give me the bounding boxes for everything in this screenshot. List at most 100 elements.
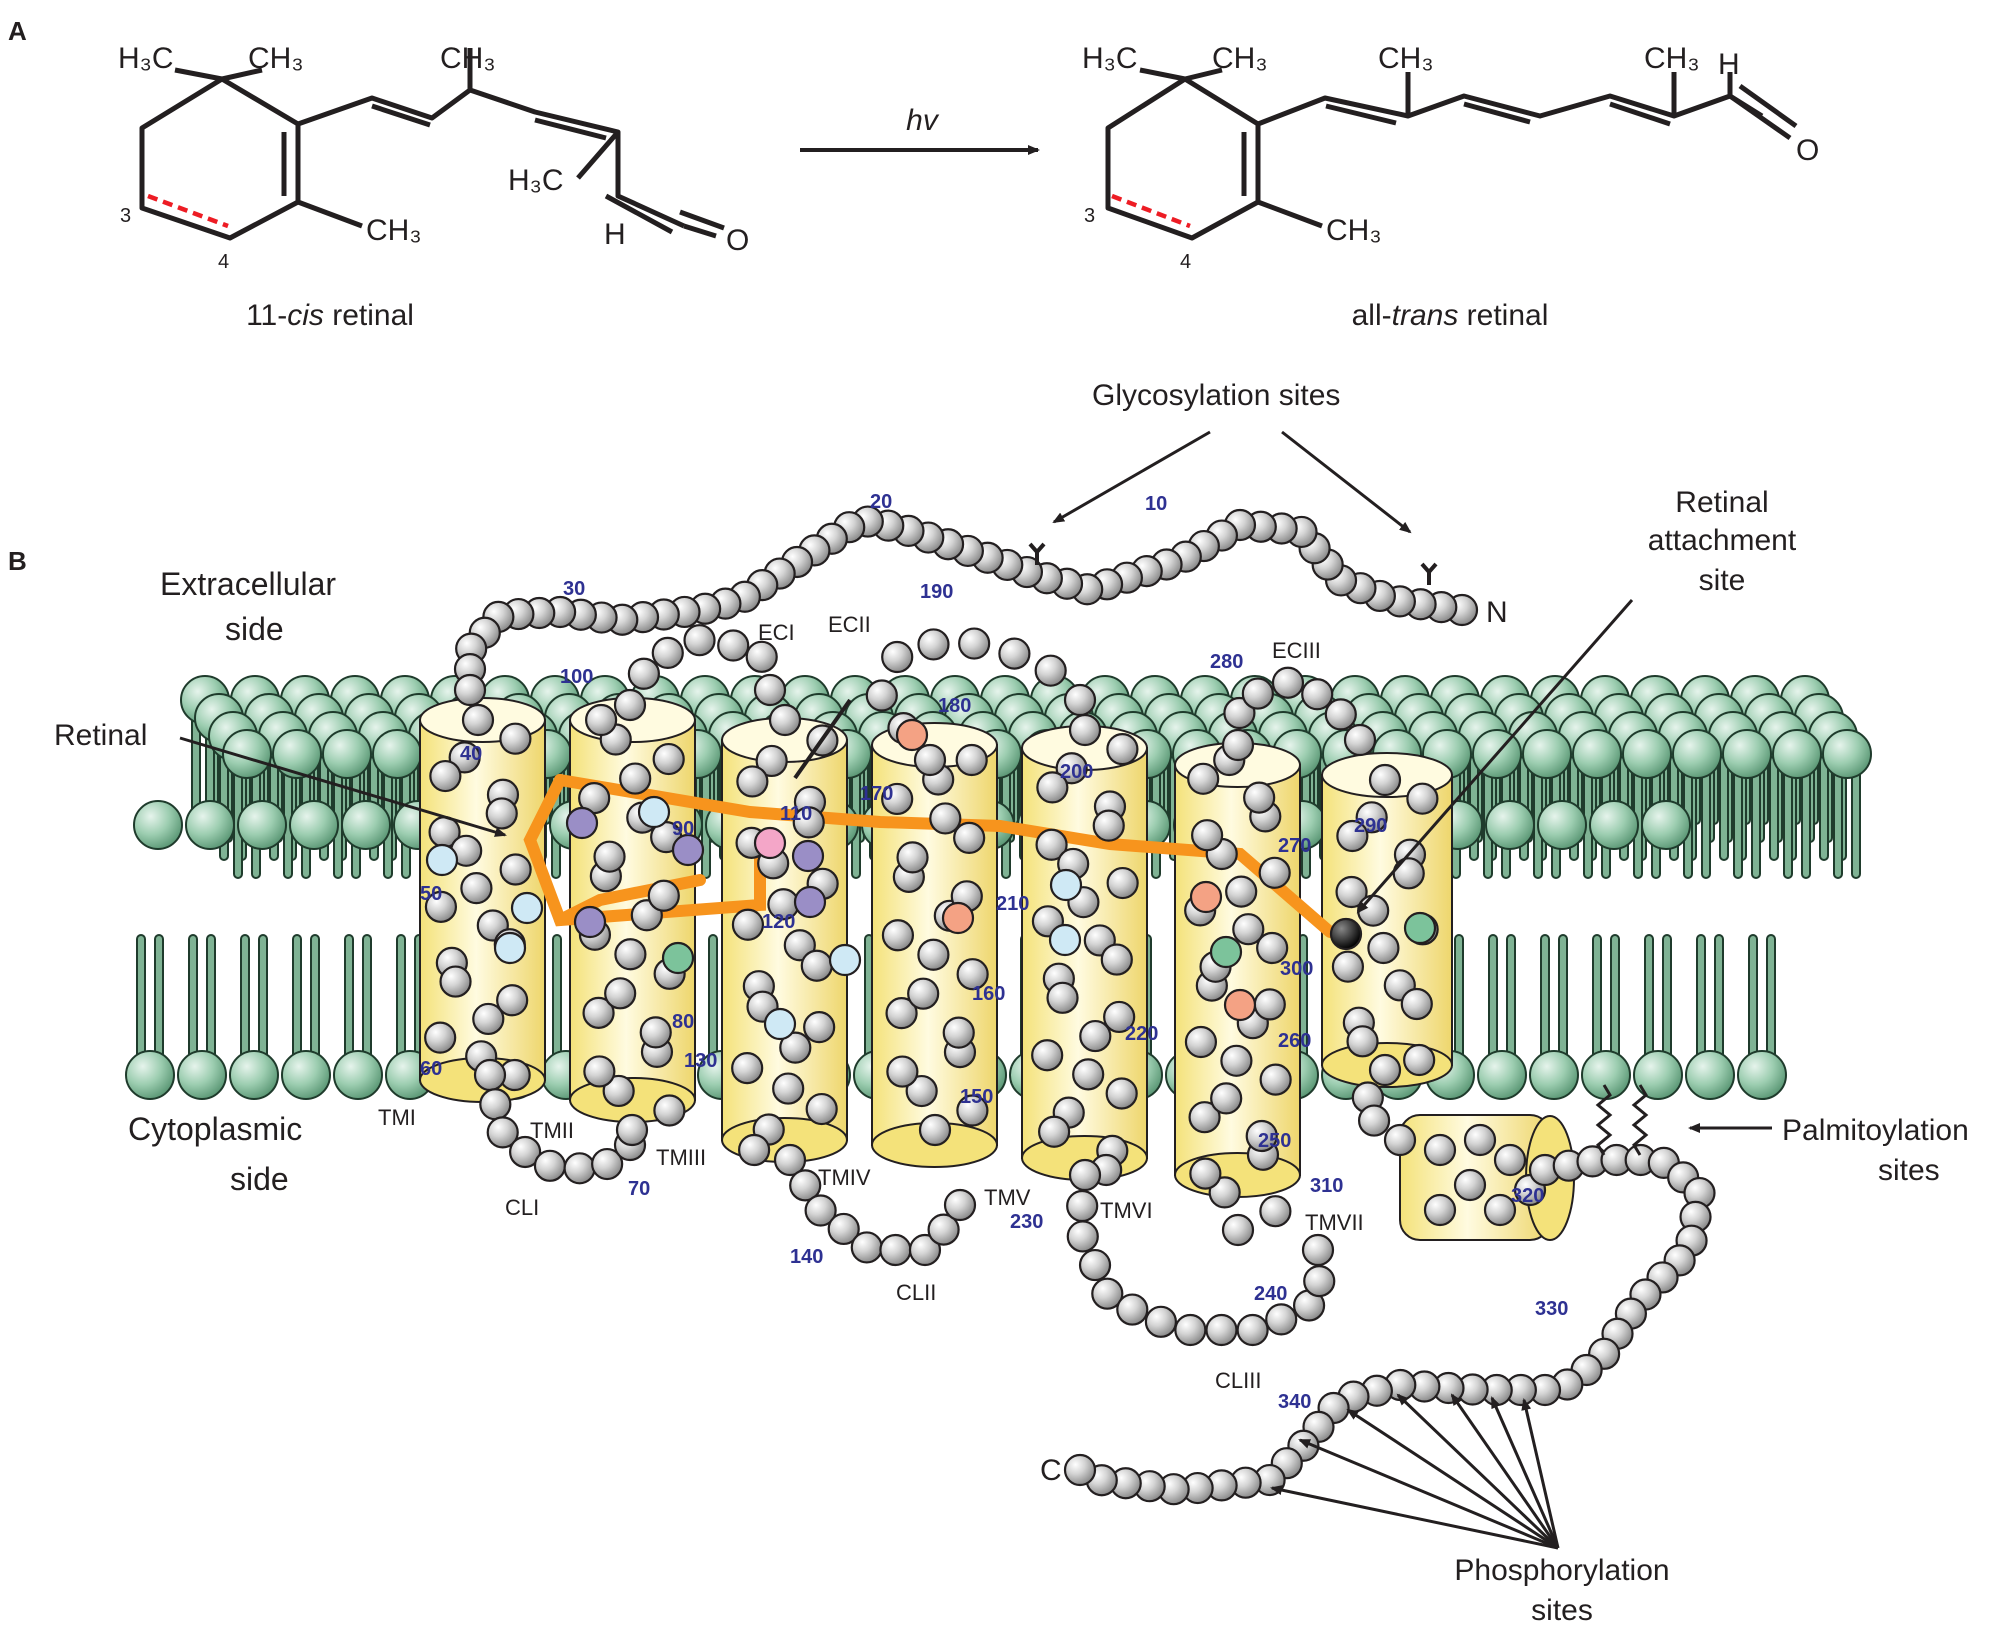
residue <box>1423 1133 1457 1167</box>
residue <box>918 1113 952 1147</box>
residue <box>886 1055 919 1088</box>
residue <box>1253 988 1286 1021</box>
residue <box>1346 1025 1379 1058</box>
highlighted-residue <box>493 931 527 965</box>
residue <box>804 1194 837 1227</box>
residue <box>615 1113 649 1147</box>
residue <box>1092 809 1125 842</box>
residue <box>1220 1044 1253 1077</box>
trans-chain-methyl-2: CH₃ <box>1644 42 1700 75</box>
lipid-head <box>229 1050 279 1100</box>
cytoplasmic-label-1: Cytoplasmic <box>128 1111 302 1147</box>
highlighted-residue <box>941 901 975 935</box>
highlighted-residue <box>1403 911 1437 945</box>
trans-retinal-structure <box>1105 67 1798 241</box>
residue-number-label: 140 <box>790 1246 823 1268</box>
residue <box>1066 1220 1099 1253</box>
helix-label-tmi: TMI <box>378 1105 416 1130</box>
lipid-head <box>1633 1050 1683 1100</box>
residue <box>1208 1176 1241 1209</box>
cis-c3-c4-bond <box>147 193 229 229</box>
residue <box>1331 950 1365 983</box>
residue <box>1068 1158 1102 1192</box>
trans-carbon-4: 4 <box>1180 251 1191 273</box>
residue <box>614 938 647 971</box>
loop-label-eciii: ECIII <box>1272 638 1321 663</box>
lipid-head <box>177 1050 227 1100</box>
lipid-head <box>1572 729 1622 779</box>
residue <box>1367 931 1400 965</box>
residue <box>509 1135 542 1169</box>
cis-chain-methyl-1: CH₃ <box>440 42 496 75</box>
residue-number-label: 200 <box>1060 761 1093 783</box>
helix-label-tmiv: TMIV <box>818 1165 871 1190</box>
residue <box>827 1212 860 1246</box>
residue <box>585 703 618 737</box>
residue <box>1034 654 1067 687</box>
loop-label-cliii: CLIII <box>1215 1368 1261 1393</box>
residue <box>613 688 647 722</box>
residue <box>472 1002 505 1036</box>
ecii-pointer-line <box>793 698 852 780</box>
residue <box>1383 1123 1417 1157</box>
residue-number-label: 80 <box>672 1011 694 1033</box>
residue <box>1368 1053 1402 1087</box>
highlighted-residue <box>1189 880 1223 914</box>
residue-number-label: 210 <box>996 893 1029 915</box>
highlighted-residue <box>1223 988 1257 1022</box>
residue <box>1259 1063 1292 1096</box>
residue <box>1106 866 1139 900</box>
residue <box>885 997 918 1030</box>
loop-label-ecii: ECII <box>828 612 871 637</box>
residue <box>1236 1313 1269 1347</box>
residue <box>1324 698 1357 731</box>
residue <box>1265 1303 1298 1336</box>
highlighted-residue <box>661 941 695 975</box>
residue <box>773 1143 807 1177</box>
residue-number-label: 60 <box>420 1058 442 1080</box>
lipid-head <box>125 1050 175 1100</box>
lipid-head <box>1477 1050 1527 1100</box>
phosphorylation-label-1: Phosphorylation <box>1454 1554 1669 1587</box>
lipid-head <box>1641 800 1691 850</box>
cis-ring-methyl: CH₃ <box>366 214 422 247</box>
residue <box>1100 943 1133 976</box>
residue <box>1106 733 1139 766</box>
residue <box>429 759 462 793</box>
residue <box>583 1055 616 1088</box>
trans-ring-methyl: CH₃ <box>1326 214 1382 247</box>
loop-label-eci: ECI <box>758 620 795 645</box>
lipid-head <box>281 1050 331 1100</box>
phosphorylation-arrow <box>1490 1396 1560 1549</box>
residue <box>1174 1313 1207 1347</box>
cis-retinal-name: 11-cis retinal <box>246 299 414 332</box>
residue <box>424 890 458 923</box>
residue <box>927 1213 960 1246</box>
residue-number-label: 130 <box>684 1050 717 1072</box>
residue <box>1303 1265 1336 1298</box>
residue <box>1225 875 1258 908</box>
phosphorylation-arrow <box>1450 1393 1560 1549</box>
cytoplasmic-label-2: side <box>230 1161 289 1197</box>
lipid-head <box>1822 729 1872 779</box>
highlighted-residue <box>637 795 671 829</box>
retinal-label: Retinal <box>54 719 147 752</box>
highlighted-residue <box>828 943 862 977</box>
trans-gem-methyl-right: CH₃ <box>1212 42 1268 75</box>
residue <box>639 1016 672 1049</box>
residue <box>496 984 529 1017</box>
n-terminus-label: N <box>1486 596 1508 629</box>
retinal-attachment-label-3: site <box>1699 564 1746 597</box>
lipid-head <box>1537 800 1587 850</box>
residue-number-label: 320 <box>1511 1185 1544 1207</box>
residue-number-label: 170 <box>860 783 893 805</box>
residue <box>953 821 986 854</box>
lipid-head <box>333 1050 383 1100</box>
lipid-head <box>1581 1050 1631 1100</box>
hv-label: hv <box>906 104 940 137</box>
residue <box>1046 981 1079 1014</box>
residue-number-label: 300 <box>1280 958 1313 980</box>
cis-aldehyde-o: O <box>726 224 749 257</box>
residue <box>913 743 947 777</box>
highlighted-residue <box>1048 923 1082 957</box>
